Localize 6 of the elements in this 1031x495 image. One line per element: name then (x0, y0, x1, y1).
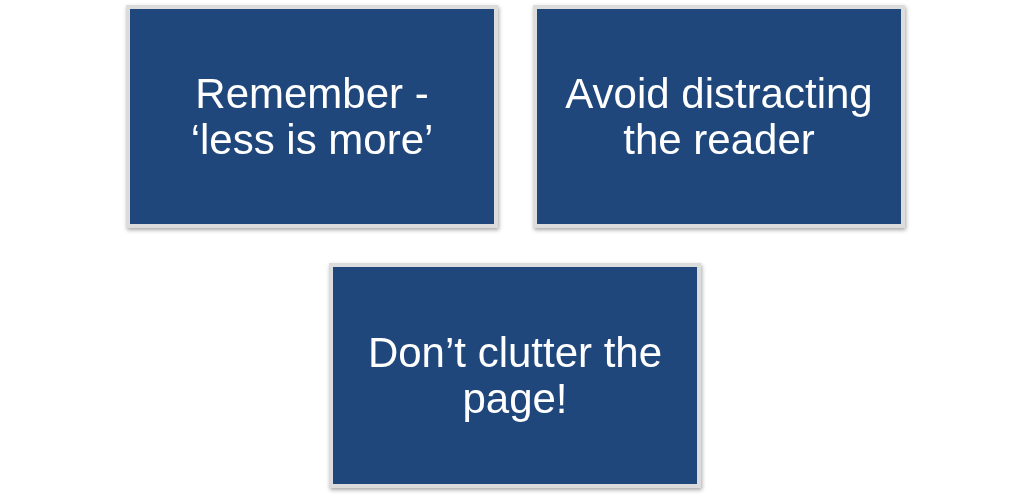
card-text: Remember - ‘less is more’ (189, 71, 435, 162)
text-card (533, 5, 905, 228)
card-text: Avoid distracting the reader (564, 71, 874, 162)
text-card (126, 5, 498, 228)
text-card (329, 263, 701, 488)
card-text: Don’t clutter the page! (366, 330, 664, 421)
